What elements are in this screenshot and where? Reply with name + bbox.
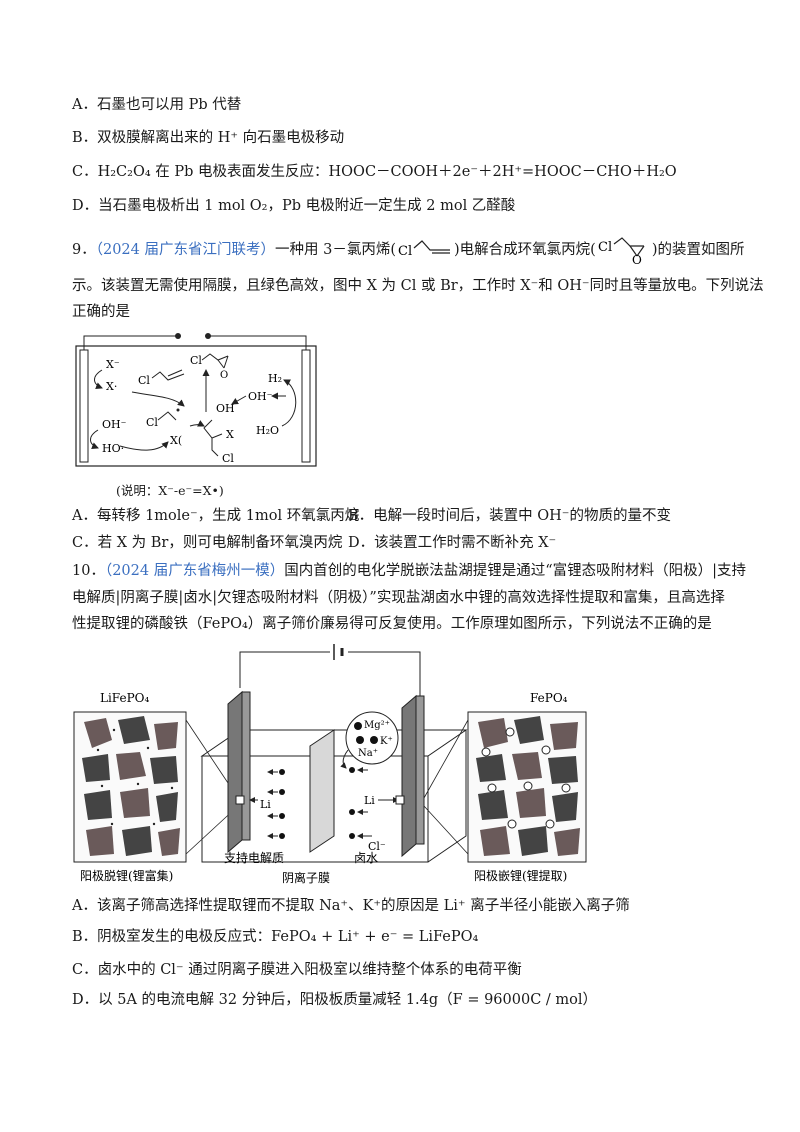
label-support-electrolyte: 支持电解质 xyxy=(224,850,284,865)
q9-figure-note: (说明：X⁻-e⁻=X•) xyxy=(116,483,224,498)
label-x-radical: X· xyxy=(106,380,117,393)
label-ho-radical: HO· xyxy=(102,442,124,455)
q8-option-c: C．H₂C₂O₄ 在 Pb 电极表面发生反应：HOOC－COOH＋2e⁻＋2H⁺… xyxy=(72,164,677,180)
power-terminal-left xyxy=(175,333,181,339)
q8-option-a: A．石墨也可以用 Pb 代替 xyxy=(72,97,242,113)
label-li-cathode: Li xyxy=(364,794,375,807)
q10-stem-line2: 电解质|阴离子膜|卤水|欠锂态吸附材料（阴极）”实现盐湖卤水中锂的高效选择性提取… xyxy=(72,590,725,606)
label-anode-delithiation: 阳极脱锂(锂富集) xyxy=(80,868,173,883)
q9-stem-part1: 一种用 3－氯丙烯( xyxy=(275,242,396,258)
svg-text:Cl: Cl xyxy=(598,240,612,255)
label-lifepo4: LiFePO₄ xyxy=(100,691,149,705)
allyl-chloride-structure: Cl xyxy=(398,240,450,259)
label-x-group: X( xyxy=(170,434,182,447)
q10-stem-part1: 国内首创的电化学脱嵌法盐湖提锂是通过“富锂态吸附材料（阳极）|支持 xyxy=(284,563,747,579)
electrolysis-cell xyxy=(75,345,317,467)
q10-option-c: C．卤水中的 Cl⁻ 通过阴离子膜进入阳极室以维持整个体系的电荷平衡 xyxy=(72,962,522,978)
label-cl-epoxide: Cl xyxy=(190,354,202,367)
label-brine: 卤水 xyxy=(354,851,378,865)
label-h2: H₂ xyxy=(268,372,282,385)
lifepo4-crystals xyxy=(82,716,180,856)
q9-stem-part2: )电解合成环氧氯丙烷( xyxy=(454,242,596,258)
q9-option-a: A．每转移 1mole⁻，生成 1mol 环氧氯丙烷 xyxy=(72,508,360,524)
cathode-plate xyxy=(401,694,417,858)
q10-stem-line1: 10．（2024 届广东省梅州一模）国内首创的电化学脱嵌法盐湖提锂是通过“富锂态… xyxy=(72,561,746,581)
q9-stem-line2: 示。该装置无需使用隔膜，且绿色高效，图中 X 为 Cl 或 Br，工作时 X⁻和… xyxy=(72,278,764,294)
right-electrode xyxy=(301,349,311,463)
q8-option-b: B．双极膜解离出来的 H⁺ 向石墨电极移动 xyxy=(72,130,345,146)
svg-text:Cl: Cl xyxy=(398,244,412,259)
label-cl-intermediate: Cl xyxy=(146,416,158,429)
q8-option-d: D．当石墨电极析出 1 mol O₂，Pb 电极附近一定生成 2 mol 乙醛酸 xyxy=(72,198,516,214)
q9-source: （2024 届广东省江门联考） xyxy=(95,242,275,258)
left-electrode xyxy=(79,349,89,463)
label-anion-membrane: 阴离子膜 xyxy=(282,870,330,885)
label-cl-product: Cl xyxy=(222,452,234,465)
label-h2o: H₂O xyxy=(256,424,279,437)
q10-option-a: A．该离子筛高选择性提取锂而不提取 Na⁺、K⁺的原因是 Li⁺ 离子半径小能嵌… xyxy=(72,898,630,914)
q10-lithium-extraction-figure: LiFePO₄ 阳极脱锂(锂富集) Li Li Cl⁻ xyxy=(73,644,587,885)
fepo4-crystals xyxy=(476,716,580,856)
label-li-anode: Li xyxy=(260,798,271,811)
label-x-minus: X⁻ xyxy=(106,358,120,371)
label-oh-minus-right: OH⁻ xyxy=(248,390,273,403)
power-terminal-right xyxy=(205,333,211,339)
q10-stem-line3: 性提取锂的磷酸铁（FePO₄）离子筛价廉易得可反复使用。工作原理如图所示，下列说… xyxy=(72,616,712,632)
q9-stem-part3: )的装置如图所 xyxy=(651,242,745,258)
label-k: K⁺ xyxy=(380,736,393,747)
q10-number: 10． xyxy=(72,563,105,579)
q9-option-c: C．若 X 为 Br，则可电解制备环氧溴丙烷 xyxy=(72,535,343,551)
label-mg: Mg²⁺ xyxy=(364,720,390,731)
label-cl-ion: Cl⁻ xyxy=(368,840,386,853)
q9-number: 9． xyxy=(72,242,96,258)
q10-option-b: B．阴极室发生的电极反应式：FePO₄ + Li⁺ + e⁻ = LiFePO₄ xyxy=(72,929,479,945)
q9-electrolysis-figure: X⁻ X· OH⁻ HO· Cl Cl X( OH X Cl Cl O H₂ O… xyxy=(75,333,317,467)
label-oh-group: OH xyxy=(216,402,235,415)
q10-source: （2024 届广东省梅州一模） xyxy=(104,563,285,579)
label-x-substituent: X xyxy=(226,428,234,441)
q9-option-b: B．电解一段时间后，装置中 OH⁻的物质的量不变 xyxy=(348,508,671,524)
q9-stem-line3: 正确的是 xyxy=(72,304,130,320)
label-na: Na⁺ xyxy=(358,748,378,759)
q10-option-d: D．以 5A 的电流电解 32 分钟后，阳极板质量减轻 1.4g（F = 960… xyxy=(72,992,598,1008)
q9-option-d: D．该装置工作时需不断补充 X⁻ xyxy=(348,535,557,551)
label-oh-minus-left: OH⁻ xyxy=(102,418,127,431)
label-fepo4: FePO₄ xyxy=(530,691,568,705)
epichlorohydrin-structure: Cl O xyxy=(598,237,645,267)
q9-stem-line1: 9．（2024 届广东省江门联考）一种用 3－氯丙烯( Cl )电解合成环氧氯丙… xyxy=(72,236,745,267)
label-cathode-lithiation: 阳极嵌锂(锂提取) xyxy=(474,868,567,883)
label-cl-reactant: Cl xyxy=(138,374,150,387)
anion-membrane xyxy=(309,729,335,853)
anode-plate xyxy=(227,690,243,854)
label-o-epoxide: O xyxy=(220,370,228,381)
svg-text:O: O xyxy=(632,253,642,264)
